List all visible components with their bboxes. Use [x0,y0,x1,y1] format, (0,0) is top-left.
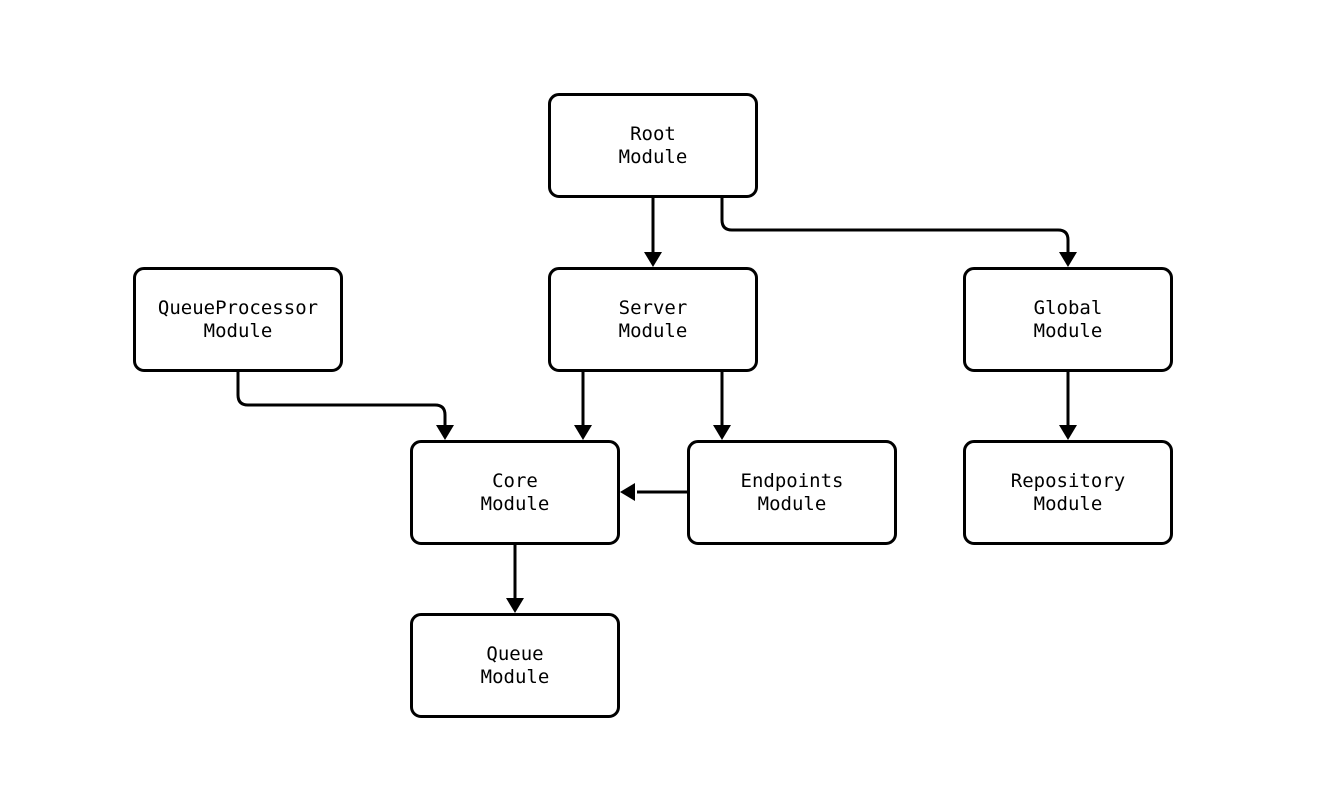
node-queue[interactable]: Queue Module [410,613,620,718]
node-global[interactable]: Global Module [963,267,1173,372]
arrowhead-server-to-endpoints [713,425,731,440]
node-global-label: Global Module [1033,296,1103,342]
node-core[interactable]: Core Module [410,440,620,545]
node-endpoints[interactable]: Endpoints Module [687,440,897,545]
arrowhead-global-to-repository [1059,425,1077,440]
arrowhead-root-to-server [644,252,662,267]
arrowhead-root-to-global [1059,252,1077,267]
node-endpoints-label: Endpoints Module [740,469,844,515]
node-core-label: Core Module [480,469,550,515]
node-server[interactable]: Server Module [548,267,758,372]
node-repository[interactable]: Repository Module [963,440,1173,545]
node-root[interactable]: Root Module [548,93,758,198]
node-queueprocessor-label: QueueProcessor Module [157,296,319,342]
arrowhead-server-to-core [574,425,592,440]
node-queueprocessor[interactable]: QueueProcessor Module [133,267,343,372]
arrowhead-core-to-queue [506,598,524,613]
arrowhead-endpoints-to-core [620,483,635,501]
edge-path-group [236,198,1070,598]
node-root-label: Root Module [618,122,688,168]
arrowhead-queueprocessor-to-core [436,425,454,440]
node-server-label: Server Module [618,296,688,342]
edge-queueprocessor-to-core [236,372,447,425]
node-queue-label: Queue Module [480,642,550,688]
node-repository-label: Repository Module [1010,469,1126,515]
edge-root-to-global [720,198,1070,252]
